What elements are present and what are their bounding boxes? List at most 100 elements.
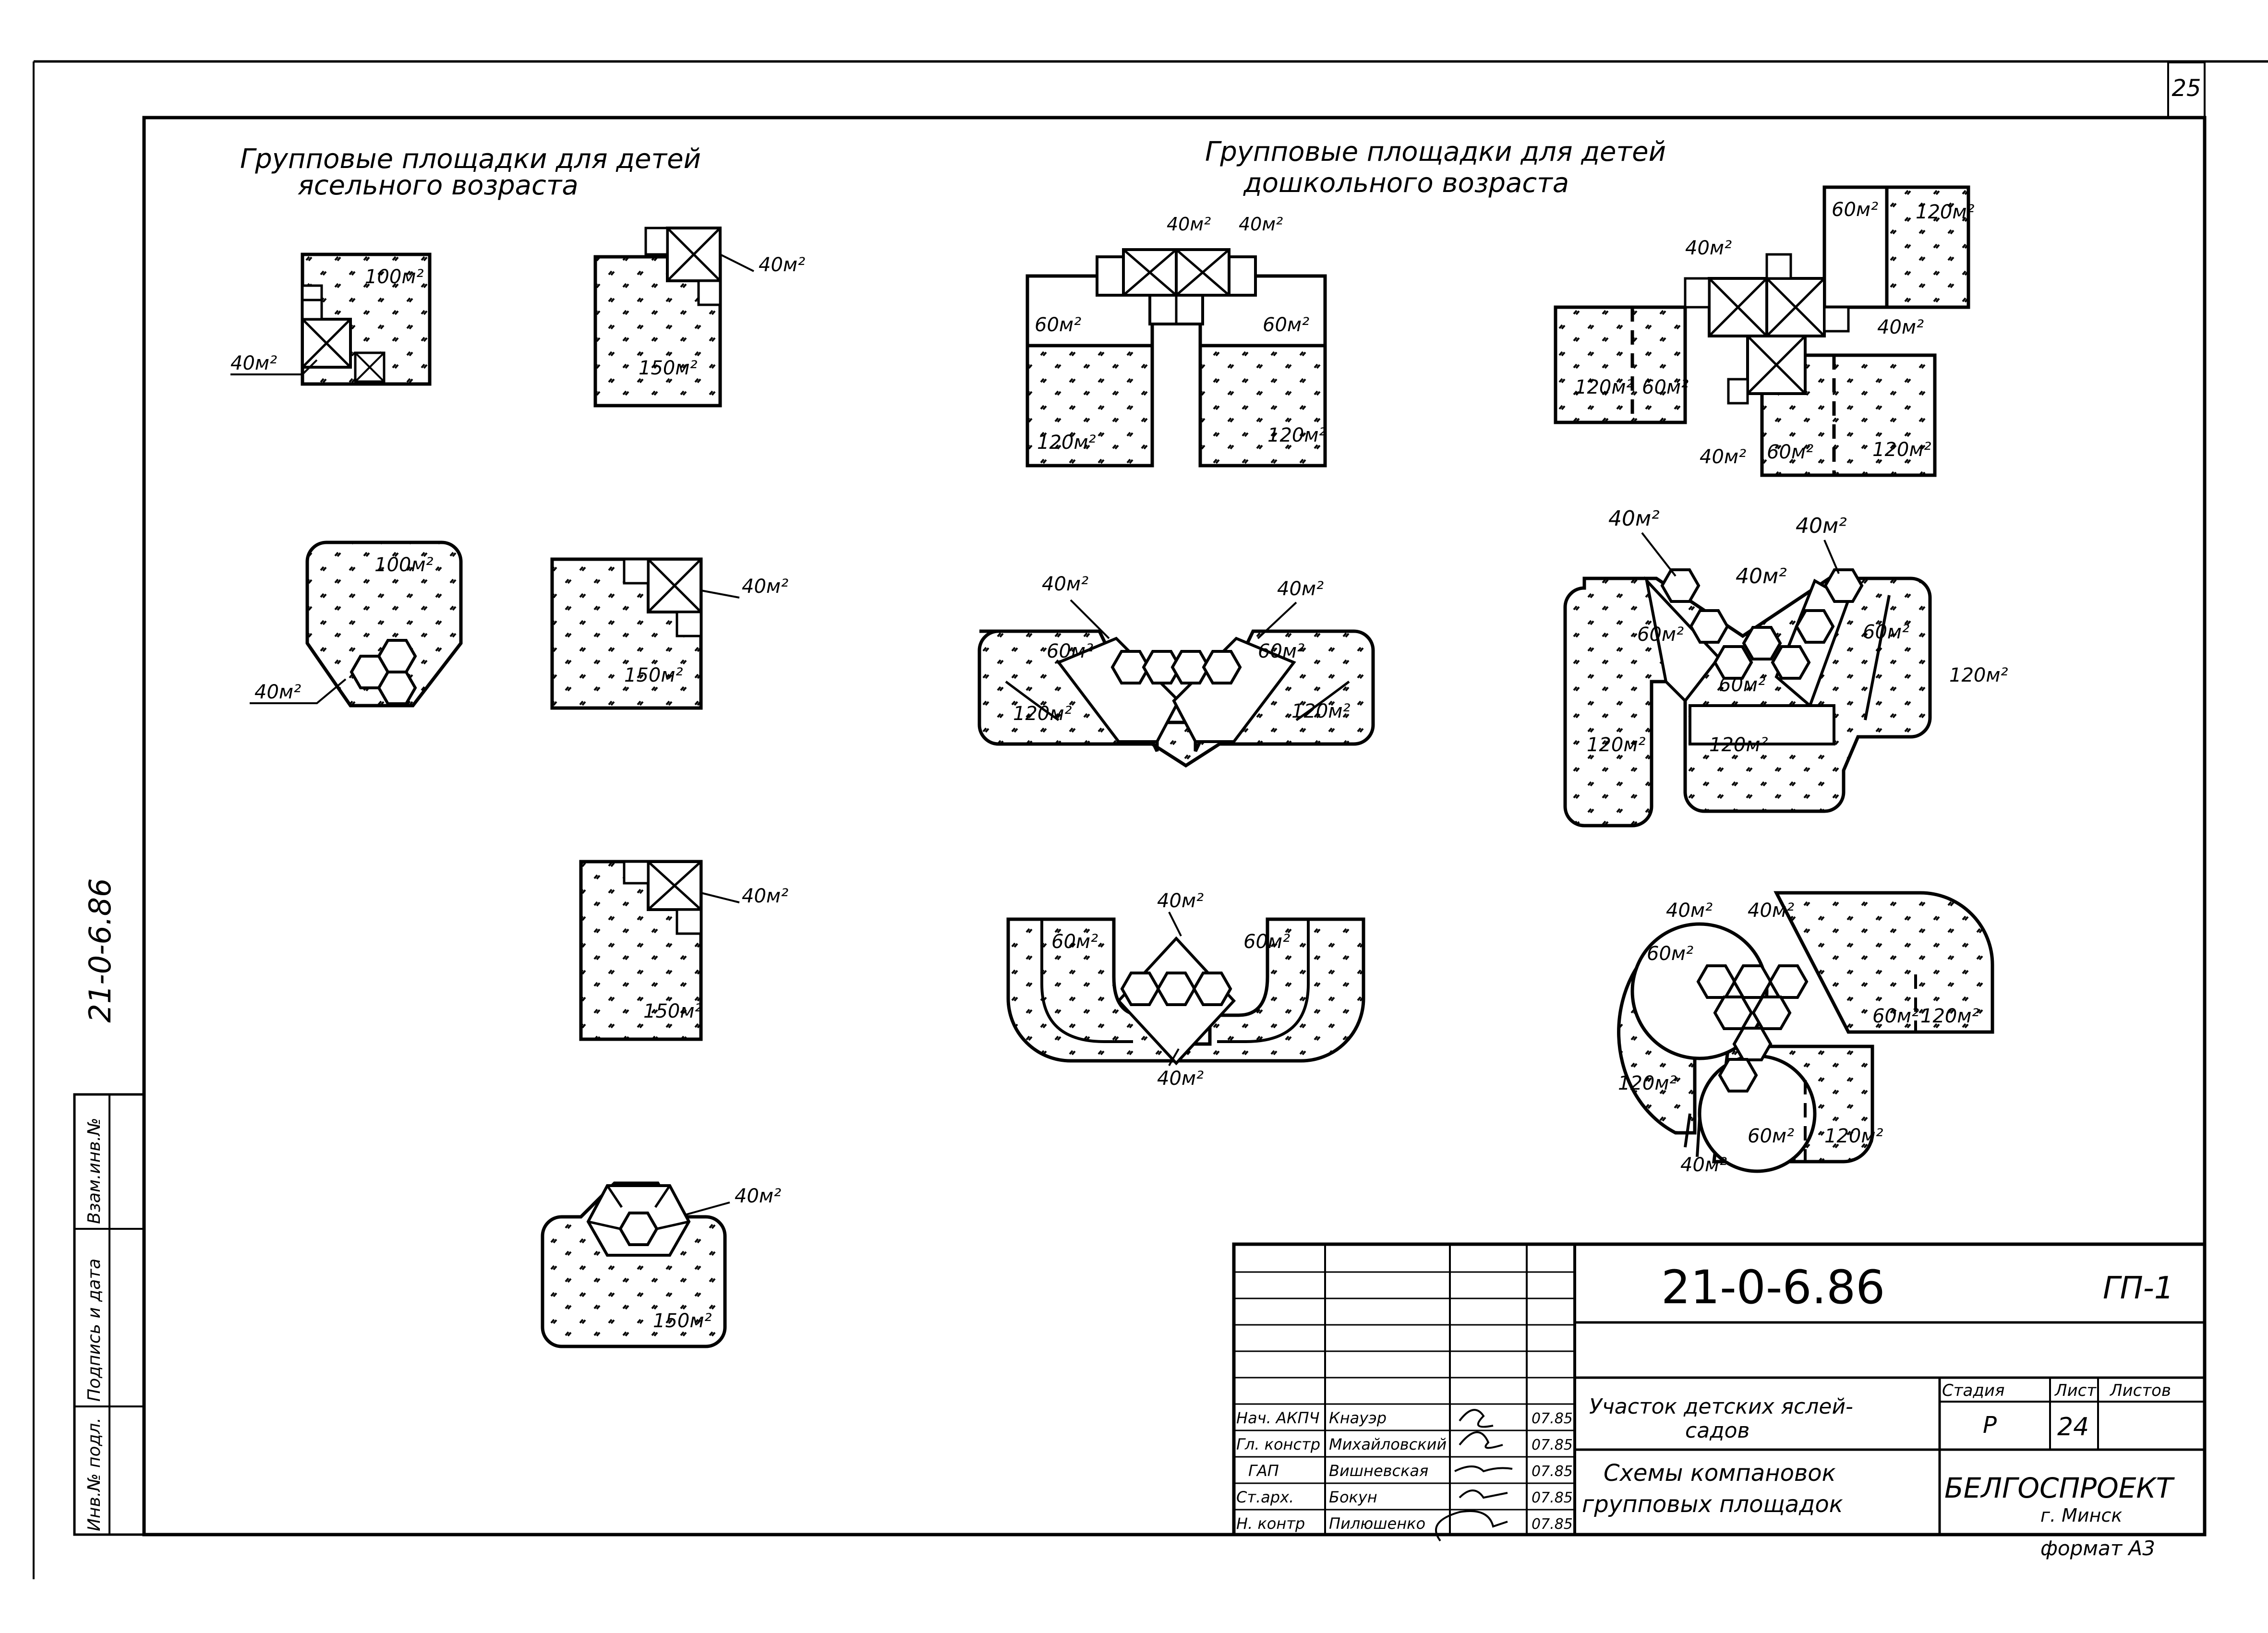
area-label: 40м² (1277, 578, 1324, 600)
area-label: 100м² (365, 266, 424, 288)
signatory-date: 07.85 (1532, 1437, 1573, 1453)
heading-preschool-line2: дошкольного возраста (1243, 168, 1569, 199)
area-label: 40м² (1736, 564, 1787, 588)
side-stamp-inv: Инв.№ подл. (84, 1417, 104, 1531)
side-code: 21-0-6.86 (83, 878, 118, 1022)
signatory-date: 07.85 (1532, 1516, 1573, 1533)
area-label: 40м² (1685, 237, 1732, 259)
org-name: БЕЛГОСПРОЕКТ (1944, 1472, 2175, 1504)
signatory-name: Кнауэр (1329, 1409, 1387, 1427)
signatory-role: Гл. констр (1236, 1435, 1320, 1453)
stage-value: Р (1983, 1412, 1997, 1439)
area-label: 40м² (1167, 214, 1211, 235)
drawing-line1: Схемы компановок (1604, 1460, 1836, 1487)
signature-scribble (1435, 1409, 1513, 1542)
area-label: 120м² (1824, 1125, 1883, 1147)
signatory-date: 07.85 (1532, 1410, 1573, 1427)
doc-code: 21-0-6.86 (1661, 1261, 1885, 1314)
side-stamp-sign: Подпись и дата (84, 1259, 104, 1402)
area-label: 60м² (1637, 624, 1684, 646)
signatory-name: Михайловский (1329, 1435, 1447, 1453)
area-label: 120м² (1618, 1072, 1677, 1094)
area-label: 120м² (1037, 432, 1096, 454)
nursery-plan-2: 150м² 40м² (593, 227, 805, 408)
nursery-plan-1: 100м² 40м² (230, 252, 432, 386)
area-label: 60м² (1872, 1005, 1919, 1027)
area-label: 40м² (1239, 214, 1283, 235)
area-label: 40м² (254, 681, 301, 703)
area-label: 150м² (643, 1000, 702, 1022)
preschool-plan-1: 40м² 40м² 60м² 60м² 120м² 120м² (1025, 214, 1327, 468)
signatory-date: 07.85 (1532, 1489, 1573, 1506)
area-label: 60м² (1258, 640, 1304, 662)
signatory-name: Бокун (1329, 1488, 1377, 1506)
area-label: 40м² (1157, 1068, 1204, 1090)
area-label: 40м² (1877, 316, 1924, 338)
area-label: 120м² (1920, 1005, 1979, 1027)
area-label: 60м² (1051, 931, 1098, 953)
area-label: 40м² (1680, 1154, 1727, 1176)
area-label: 60м² (1719, 674, 1765, 696)
area-label: 150м² (639, 357, 698, 379)
area-label: 40м² (1700, 446, 1746, 468)
headings: Групповые площадки для детей ясельного в… (240, 136, 1666, 201)
preschool-plan-5: 40м² 40м² 60м² 60м² (1006, 890, 1365, 1090)
preschool-plan-6: 40м² 40м² 60м² 60м² 120м² 120м² 60м² 120… (1617, 891, 1994, 1176)
area-label: 60м² (1035, 314, 1081, 336)
signatory-date: 07.85 (1532, 1463, 1573, 1480)
area-label: 40м² (1042, 573, 1088, 595)
area-label: 60м² (1832, 199, 1878, 221)
area-label: 120м² (1949, 664, 2008, 686)
title-block: 21-0-6.86 ГП-1 Участок детских яслей- са… (1232, 1242, 2207, 1560)
signatory-role: Нач. АКПЧ (1236, 1409, 1320, 1427)
heading-preschool-line1: Групповые площадки для детей (1205, 136, 1666, 168)
area-label: 40м² (742, 576, 788, 598)
area-label: 40м² (1157, 890, 1204, 912)
area-label: 120м² (1267, 424, 1327, 446)
preschool-plan-2: 60м² 120м² 40м² 40м² 120м² 60м² 40м² 60м… (1554, 185, 1975, 477)
area-label: 120м² (1587, 734, 1646, 756)
col-sheet: Лист (2054, 1381, 2097, 1400)
preschool-plan-3: 40м² 40м² 60м² 60м² 120м² 120м² (977, 573, 1375, 768)
area-label: 150м² (653, 1310, 712, 1332)
area-label: 150м² (624, 664, 683, 686)
object-line2: садов (1685, 1418, 1749, 1443)
heading-nursery-line1: Групповые площадки для детей (240, 144, 701, 175)
format-label: формат А3 (2040, 1537, 2155, 1560)
signatory-role: ГАП (1248, 1462, 1279, 1480)
area-label: 120м² (1575, 376, 1634, 398)
signatory-name: Пилюшенко (1329, 1514, 1425, 1533)
heading-nursery-line2: ясельного возраста (298, 170, 579, 201)
nursery-plan-3: 100м² 40м² (250, 540, 463, 708)
area-label: 60м² (1647, 943, 1693, 965)
area-label: 40м² (1666, 900, 1713, 922)
area-label: 40м² (742, 885, 788, 907)
nursery-plan-6: 150м² 40м² (541, 1181, 781, 1348)
nursery-plan-4: 150м² 40м² (550, 557, 788, 710)
side-stamp-replace: Взам.инв.№ (84, 1117, 104, 1224)
drawing-line2: групповых площадок (1582, 1491, 1843, 1518)
page-number: 25 (2171, 75, 2201, 102)
area-label: 60м² (1263, 314, 1309, 336)
side-stamp: 21-0-6.86 Инв.№ подл. Подпись и дата Вза… (73, 878, 145, 1536)
area-label: 40м² (1608, 506, 1660, 531)
area-label: 60м² (1767, 441, 1813, 463)
area-label: 40м² (230, 352, 277, 374)
area-label: 120м² (1291, 700, 1351, 722)
nursery-plan-5: 150м² 40м² (579, 860, 788, 1041)
area-label: 60м² (1748, 1125, 1794, 1147)
object-line1: Участок детских яслей- (1589, 1394, 1853, 1419)
area-label: 60м² (1047, 640, 1093, 662)
area-label: 40м² (735, 1185, 781, 1207)
signatory-name: Вишневская (1329, 1462, 1428, 1480)
area-label: 60м² (1243, 931, 1290, 953)
area-label: 40м² (1796, 514, 1847, 538)
signatory-role: Н. контр (1236, 1514, 1305, 1533)
col-sheets: Листов (2109, 1381, 2171, 1400)
org-city: г. Минск (2040, 1505, 2122, 1526)
col-stage: Стадия (1942, 1381, 2004, 1400)
preschool-plan-4: 40м² 40м² 40м² 60м² 60м² 60м² 120м² 120м… (1563, 506, 2008, 828)
area-label: 120м² (1916, 201, 1975, 223)
area-label: 40м² (759, 254, 805, 276)
